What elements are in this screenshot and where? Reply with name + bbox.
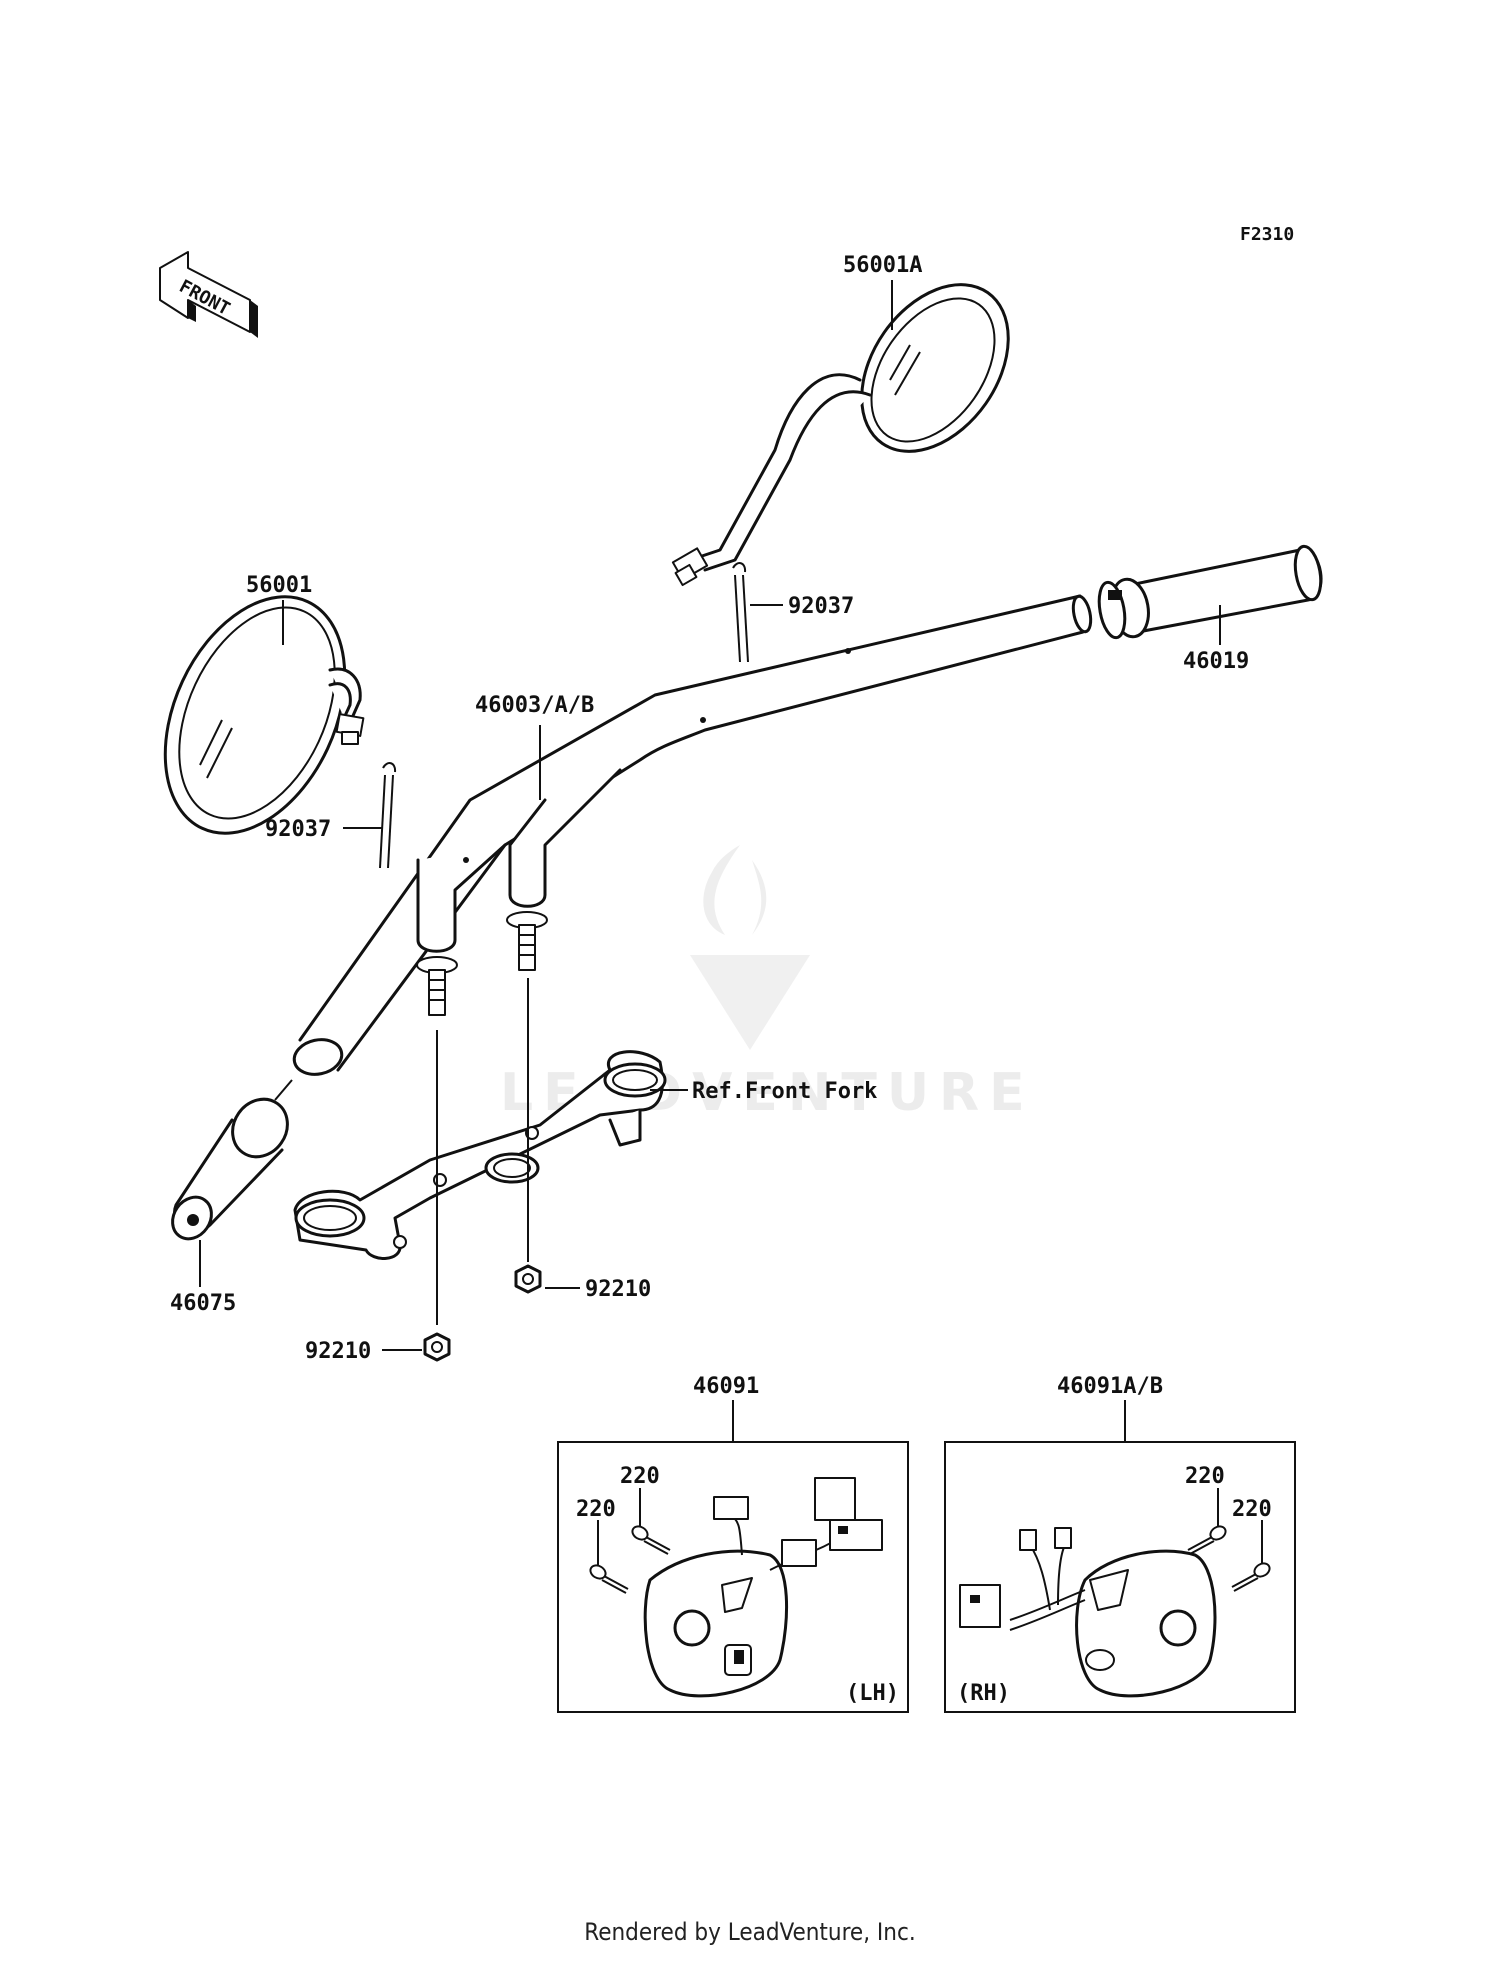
tag-lh: (LH) xyxy=(846,1681,899,1706)
switch-box-rh xyxy=(944,1400,1296,1713)
label-46091: 46091 xyxy=(693,1374,759,1399)
label-92210-left: 92210 xyxy=(305,1339,371,1364)
tag-rh: (RH) xyxy=(957,1681,1010,1706)
grip-left xyxy=(171,1097,289,1241)
label-46075: 46075 xyxy=(170,1291,236,1316)
label-92210-right: 92210 xyxy=(585,1277,651,1302)
label-46003: 46003/A/B xyxy=(475,693,594,718)
screw-icon xyxy=(1231,1562,1271,1592)
grip-right xyxy=(1097,544,1323,640)
clip-left xyxy=(379,762,397,869)
label-56001: 56001 xyxy=(246,573,312,598)
label-ref-fork: Ref.Front Fork xyxy=(692,1079,877,1104)
label-220-lh-2: 220 xyxy=(576,1497,616,1522)
leader-46075-top xyxy=(274,1079,293,1101)
label-92037-right: 92037 xyxy=(788,594,854,619)
switch-box-lh xyxy=(557,1400,909,1713)
screw-icon xyxy=(589,1564,629,1594)
handlebar xyxy=(292,594,1093,1076)
label-56001A: 56001A xyxy=(843,253,922,278)
label-220-lh-1: 220 xyxy=(620,1464,660,1489)
nut-right xyxy=(514,1264,542,1294)
label-220-rh-1: 220 xyxy=(1185,1464,1225,1489)
label-92037-left: 92037 xyxy=(265,817,331,842)
label-220-rh-2: 220 xyxy=(1232,1497,1272,1522)
fork-bracket xyxy=(293,1050,667,1260)
label-46091AB: 46091A/B xyxy=(1057,1374,1163,1399)
nut-left xyxy=(423,1332,451,1362)
footer-credit: Rendered by LeadVenture, Inc. xyxy=(584,1918,916,1946)
mirror-right xyxy=(671,283,1010,587)
figure-code: F2310 xyxy=(1240,224,1294,245)
mirror-left xyxy=(163,595,365,835)
screw-icon xyxy=(1187,1525,1227,1555)
front-arrow-icon: FRONT xyxy=(159,251,258,338)
label-46019: 46019 xyxy=(1183,649,1249,674)
clip-right xyxy=(732,562,749,663)
screw-icon xyxy=(631,1525,671,1555)
